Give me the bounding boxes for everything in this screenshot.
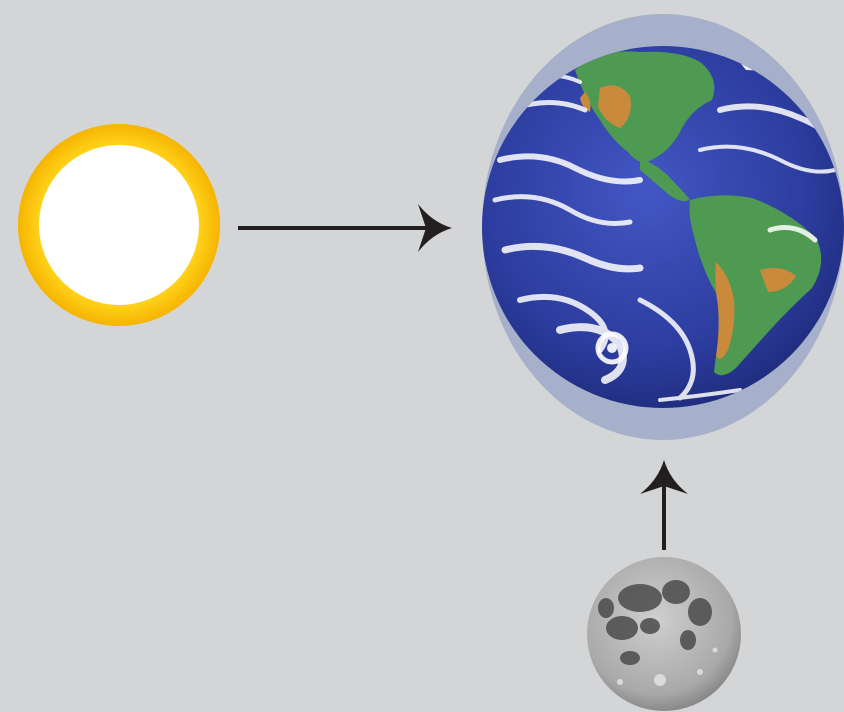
earth-surface — [492, 48, 843, 402]
central-america — [640, 158, 690, 202]
moon-craters — [617, 647, 718, 686]
moon-maria — [598, 580, 712, 665]
sun-icon — [18, 124, 220, 326]
earth-icon — [482, 14, 844, 440]
na-west — [580, 92, 591, 112]
sa-east — [760, 268, 796, 292]
andes — [715, 262, 735, 359]
arrow-sun-to-earth — [238, 204, 452, 252]
storm-swirl — [595, 331, 629, 365]
storm-eye — [607, 343, 617, 353]
na-desert — [598, 85, 631, 128]
cloud-bands — [492, 73, 843, 402]
north-america — [575, 51, 715, 162]
sun-core — [39, 145, 199, 305]
arrow-moon-to-earth — [640, 460, 688, 550]
moon-icon — [587, 557, 741, 711]
